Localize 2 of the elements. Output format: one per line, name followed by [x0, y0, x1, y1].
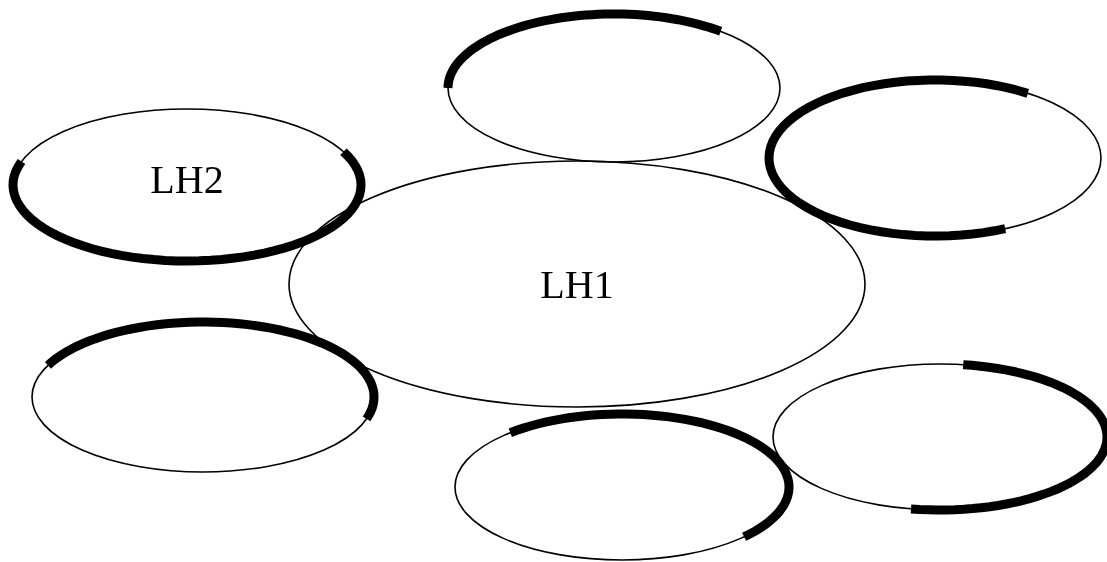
node-label: LH1: [540, 260, 614, 308]
node-label: LH2: [150, 155, 224, 203]
